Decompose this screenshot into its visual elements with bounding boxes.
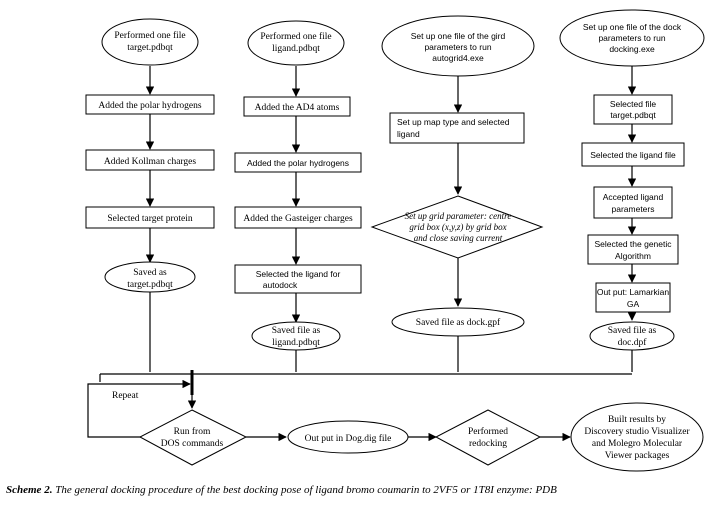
c4-step3-line1: Accepted ligand xyxy=(603,192,664,202)
c2-step3-box: Added the Gasteiger charges xyxy=(234,206,362,229)
c4-step3-line2: parameters xyxy=(612,204,655,214)
c3-decision-line1: Set up grid parameter: centre xyxy=(405,211,512,221)
c2-step1-label: Added the AD4 atoms xyxy=(255,103,340,113)
redock-line1: Performed xyxy=(468,426,508,437)
c1-step3-box: Selected target protein xyxy=(85,206,215,229)
c2-step2-label: Added the polar hydrogens xyxy=(247,158,349,168)
c3-end-label: Saved file as dock.gpf xyxy=(416,317,501,328)
redock-diamond: Performed redocking xyxy=(434,409,542,466)
caption-label: Scheme 2. xyxy=(6,484,53,496)
c2-step2-box: Added the polar hydrogens xyxy=(234,152,362,173)
c4-step1-line2: target.pdbqt xyxy=(610,110,656,120)
c4-start-line3: docking.exe xyxy=(609,44,655,54)
c2-end-ellipse: Saved file as ligand.pdbqt xyxy=(251,321,341,351)
c4-end-line2: doc.dpf xyxy=(618,337,648,348)
c2-step1-box: Added the AD4 atoms xyxy=(243,96,351,117)
c2-step4-box: Selected the ligand for autodock xyxy=(234,264,362,294)
redock-line2: redocking xyxy=(469,439,507,449)
c4-step5-line2: GA xyxy=(627,299,640,309)
c4-step3-box: Accepted ligand parameters xyxy=(593,186,673,219)
c1-step2-label: Added Kollman charges xyxy=(104,157,196,167)
c4-end-ellipse: Saved file as doc.dpf xyxy=(589,321,675,351)
c2-end-line1: Saved file as xyxy=(272,325,321,336)
c1-step2-box: Added Kollman charges xyxy=(85,149,215,171)
repeat-loop-arrow xyxy=(87,379,191,438)
c1-start-line2: target.pdbqt xyxy=(127,43,173,53)
result-line1: Built results by xyxy=(608,415,666,425)
c4-step4-line1: Selected the genetic xyxy=(594,239,672,249)
c1-start-line1: Performed one file xyxy=(114,30,185,41)
result-line3: and Molegro Molecular xyxy=(592,439,683,449)
output-dlg-label: Out put in Dog.dig file xyxy=(305,433,392,444)
c1-end-line1: Saved as xyxy=(133,268,167,278)
c1-step1-box: Added the polar hydrogens xyxy=(85,94,215,115)
run-dos-diamond: Run from DOS commands xyxy=(138,409,248,466)
c4-end-line1: Saved file as xyxy=(608,325,657,336)
c4-step4-line2: Algorithm xyxy=(615,251,651,261)
c1-step1-label: Added the polar hydrogens xyxy=(98,101,201,111)
c4-start-ellipse: Set up one file of the dock parameters t… xyxy=(559,9,705,67)
repeat-label: Repeat xyxy=(112,391,139,401)
c2-start-line1: Performed one file xyxy=(260,31,331,42)
c4-start-line2: parameters to run xyxy=(598,33,665,43)
output-dlg-ellipse: Out put in Dog.dig file xyxy=(287,420,409,454)
caption-text: The general docking procedure of the bes… xyxy=(55,484,557,496)
c2-start-ellipse: Performed one file ligand.pdbqt xyxy=(247,20,345,66)
c1-end-ellipse: Saved as target.pdbqt xyxy=(104,261,196,293)
c4-start-line1: Set up one file of the dock xyxy=(583,22,682,32)
c1-end-line2: target.pdbqt xyxy=(127,280,173,290)
c3-step1-line1: Set up map type and selected xyxy=(397,117,510,127)
run-dos-line2: DOS commands xyxy=(161,439,224,449)
c3-decision-line3: and close saving current xyxy=(414,233,503,243)
run-dos-line1: Run from xyxy=(174,426,211,437)
c3-decision-diamond: Set up grid parameter: centre grid box (… xyxy=(370,195,544,259)
c4-step5-box: Out put: Lamarkian GA xyxy=(595,282,671,313)
c3-start-line2: parameters to run xyxy=(424,42,491,52)
c3-start-line1: Set up one file of the gird xyxy=(411,31,506,41)
c4-step2-label: Selected the ligand file xyxy=(590,150,676,160)
c4-step5-line1: Out put: Lamarkian xyxy=(597,287,670,297)
c2-start-line2: ligand.pdbqt xyxy=(272,44,320,54)
result-line2: Discovery studio Visualizer xyxy=(584,427,690,437)
c2-step3-label: Added the Gasteiger charges xyxy=(243,214,353,224)
c3-step1-box: Set up map type and selected ligand xyxy=(389,112,525,144)
c2-step4-line1: Selected the ligand for xyxy=(256,269,341,279)
result-line4: Viewer packages xyxy=(605,451,670,461)
c4-step2-box: Selected the ligand file xyxy=(581,142,685,167)
c3-decision-line2: grid box (x,y,z) by grid box xyxy=(409,222,506,232)
c4-step1-box: Selected file target.pdbqt xyxy=(593,94,673,125)
c1-step3-label: Selected target protein xyxy=(107,214,193,224)
figure-caption: Scheme 2. The general docking procedure … xyxy=(6,484,706,496)
c3-start-line3: autogrid4.exe xyxy=(432,53,484,63)
c3-end-ellipse: Saved file as dock.gpf xyxy=(391,307,525,337)
c4-step4-box: Selected the genetic Algorithm xyxy=(587,234,679,265)
c3-start-ellipse: Set up one file of the gird parameters t… xyxy=(381,15,535,77)
c1-start-ellipse: Performed one file target.pdbqt xyxy=(101,18,199,66)
c4-step1-line1: Selected file xyxy=(610,99,657,109)
c2-step4-line2: autodock xyxy=(263,280,298,290)
c3-step1-line2: ligand xyxy=(397,129,420,139)
c2-end-line2: ligand.pdbqt xyxy=(272,338,320,348)
result-ellipse: Built results by Discovery studio Visual… xyxy=(570,402,704,472)
